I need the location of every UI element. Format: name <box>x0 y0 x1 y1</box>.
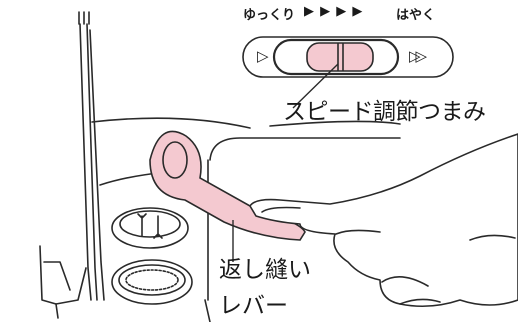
speed-slider <box>242 36 454 78</box>
speed-knob-label: スピード調節つまみ <box>283 99 486 125</box>
speed-arrows: ▶ ▶ ▶ ▶ <box>304 4 364 19</box>
speed-fast-label: はやく <box>396 8 436 23</box>
hand-illustration <box>249 133 518 308</box>
speed-knob <box>306 42 374 72</box>
stitch-button-upper <box>111 207 189 249</box>
slider-fast-glyph: ▷▷ <box>409 47 427 65</box>
slider-slow-glyph: ▷ <box>257 47 269 65</box>
presser-foot <box>39 245 87 319</box>
reverse-lever-label-line1: 返し縫い <box>219 257 311 283</box>
stitch-button-lower <box>111 259 193 305</box>
speed-knob-leader <box>292 63 339 109</box>
reverse-lever <box>149 130 306 241</box>
speed-slow-label: ゆっくり <box>243 8 296 23</box>
reverse-lever-label-line2: レバー <box>219 293 288 319</box>
needle-bar <box>78 11 105 301</box>
